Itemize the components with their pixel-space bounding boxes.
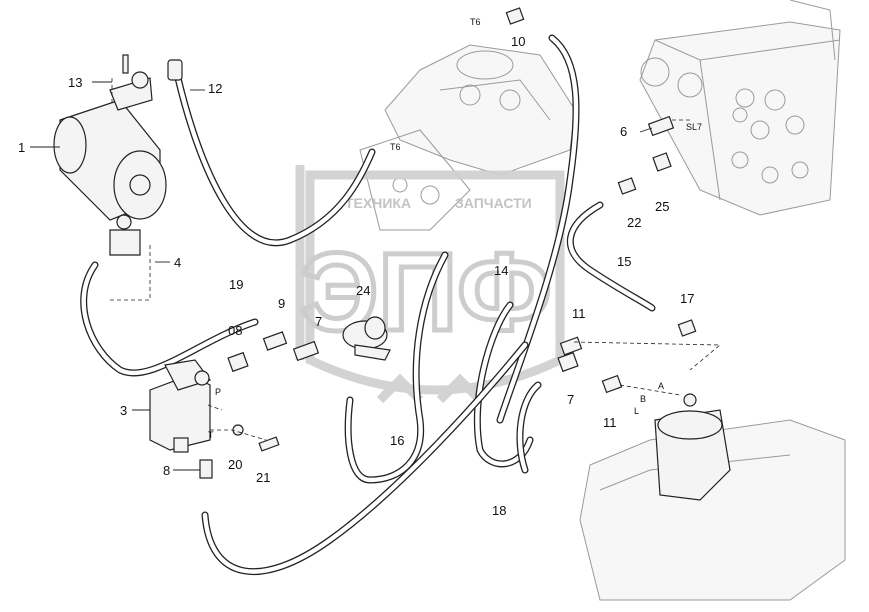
port-labels: T6 T6 SL7 P T A B L [208, 17, 702, 440]
watermark-text-left: ТЕХНИКА [345, 195, 411, 211]
hoses [80, 34, 656, 576]
callout-16: 16 [390, 433, 404, 448]
callout-22: 22 [627, 215, 641, 230]
callout-8: 8 [163, 463, 170, 478]
callout-17: 17 [680, 291, 694, 306]
port-sl7: SL7 [686, 122, 702, 132]
callout-18: 18 [492, 503, 506, 518]
callout-20: 20 [228, 457, 242, 472]
port-l: L [634, 406, 639, 416]
watermark-text-right: ЗАПЧАСТИ [455, 195, 532, 211]
callout-10: 10 [511, 34, 525, 49]
dash-11 [573, 341, 722, 371]
callouts: 1 3 4 6 7 7 8 9 08 10 11 11 12 13 14 15 … [18, 34, 694, 518]
callout-14: 14 [494, 263, 508, 278]
hydraulic-motor-bracket [579, 393, 846, 601]
leader-lines [30, 81, 653, 471]
port-t: T [208, 430, 214, 440]
callout-7b: 7 [567, 392, 574, 407]
callout-21: 21 [256, 470, 270, 485]
inline-filter [342, 316, 391, 361]
callout-6: 6 [620, 124, 627, 139]
solenoid-valve [149, 359, 211, 453]
callout-25: 25 [655, 199, 669, 214]
callout-1: 1 [18, 140, 25, 155]
port-b: B [640, 394, 646, 404]
callout-11b: 11 [603, 415, 617, 430]
callout-13: 13 [68, 75, 82, 90]
callout-24: 24 [356, 283, 370, 298]
flange-13 [109, 54, 183, 111]
steering-valve-assembly [359, 44, 576, 231]
callout-19: 19 [229, 277, 243, 292]
callout-08: 08 [228, 323, 242, 338]
callout-3: 3 [120, 403, 127, 418]
callout-11a: 11 [572, 306, 586, 321]
port-t6-mid: T6 [390, 142, 401, 152]
port-t6-top: T6 [470, 17, 481, 27]
callout-15: 15 [617, 254, 631, 269]
frame-edge [789, 0, 836, 61]
fittings [199, 7, 697, 479]
callout-7a: 7 [315, 314, 322, 329]
control-valve-block [639, 21, 841, 216]
dash-motor [619, 384, 681, 396]
port-p: P [215, 387, 221, 397]
callout-12: 12 [208, 81, 222, 96]
dash-valve [207, 404, 267, 441]
gear-pump [53, 99, 167, 256]
callout-9: 9 [278, 296, 285, 311]
port-a: A [658, 381, 664, 391]
callout-4: 4 [174, 255, 181, 270]
